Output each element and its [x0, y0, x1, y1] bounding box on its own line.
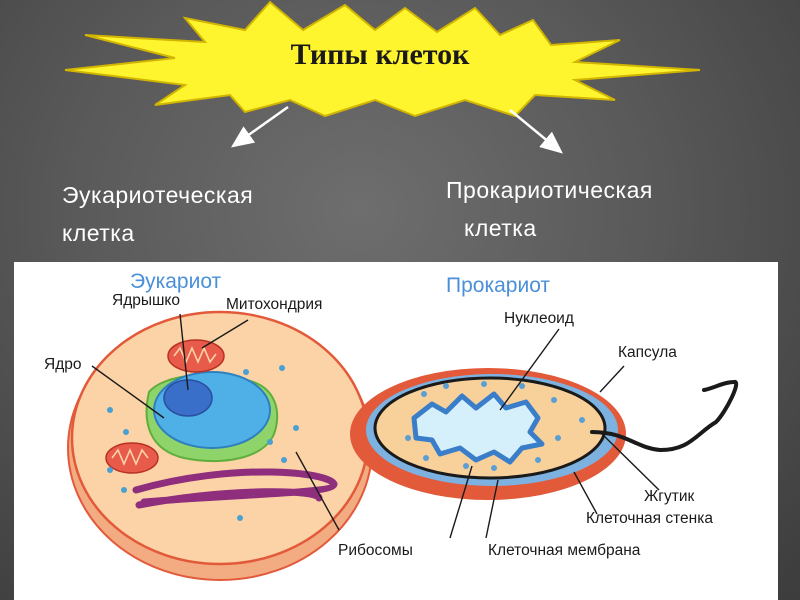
- prokaryote-caption: Прокариот: [446, 274, 551, 297]
- label-capsule: Капсула: [618, 344, 677, 361]
- golgi-apparatus: [132, 468, 338, 509]
- prokaryotic-cell: [350, 368, 738, 500]
- mitochondrion-top: [167, 339, 225, 373]
- nucleolus: [163, 379, 213, 417]
- ribosomes: [107, 365, 299, 521]
- heading-eukaryote-line1: Эукариотеческая: [62, 182, 254, 208]
- heading-eukaryote: Эукариотеческая клетка: [62, 176, 253, 252]
- heading-eukaryote-line2: клетка: [62, 220, 135, 246]
- nucleoid: [411, 391, 545, 465]
- slide-title: Типы клеток: [290, 38, 470, 71]
- heading-prokaryote-line2: клетка: [464, 215, 537, 241]
- label-nucleoid: Нуклеоид: [504, 310, 574, 327]
- label-nucleus: Ядро: [44, 356, 82, 373]
- prokaryote-ribosomes: [405, 381, 585, 471]
- eukaryotic-cell: [67, 310, 373, 581]
- heading-prokaryote-line1: Прокариотическая: [446, 177, 653, 203]
- label-ribosomes: Рибосомы: [338, 542, 413, 559]
- label-flagellum: Жгутик: [644, 488, 695, 505]
- cell-diagram: [67, 310, 738, 581]
- mitochondrion-left: [105, 442, 159, 474]
- heading-prokaryote: Прокариотическая клетка: [446, 171, 653, 247]
- label-nucleolus: Ядрышко: [112, 292, 181, 309]
- label-cell-wall: Клеточная стенка: [586, 510, 713, 527]
- cell-diagram-panel: Эукариот Прокариот Ядрышко Митохондрия Я…: [14, 262, 778, 600]
- eukaryote-caption: Эукариот: [130, 270, 222, 293]
- label-mitochondrion: Митохондрия: [226, 296, 323, 313]
- flagellum: [590, 380, 738, 453]
- leader-lines: [91, 313, 660, 539]
- label-cell-membrane: Клеточная мембрана: [488, 542, 641, 559]
